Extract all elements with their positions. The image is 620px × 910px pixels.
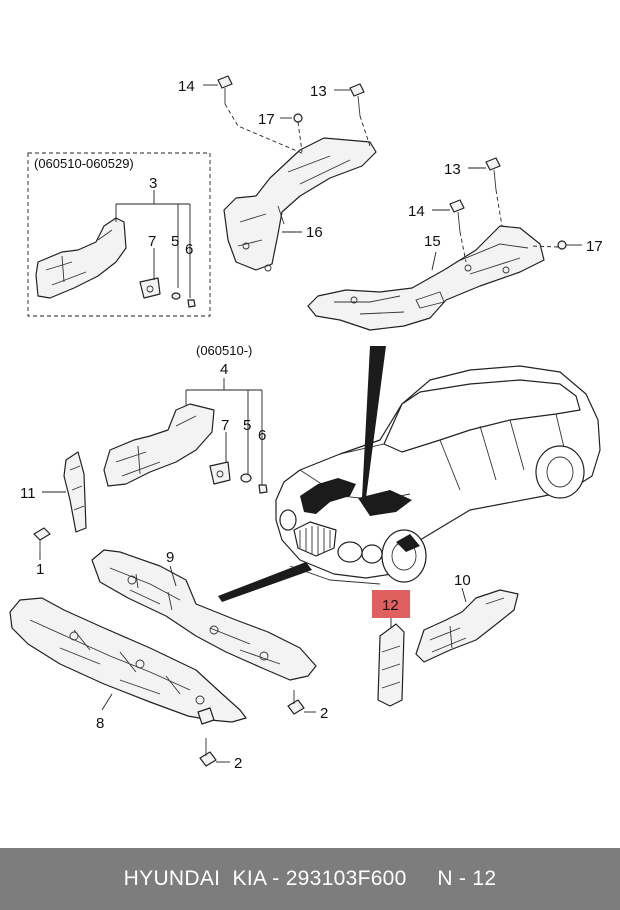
label-13-top: 13 (310, 83, 327, 100)
bolt-2-upper (287, 699, 305, 715)
bracket-box (139, 277, 161, 299)
bolt-2-lower (199, 751, 217, 767)
label-12-highlight (372, 590, 410, 618)
bracket-11 (63, 451, 87, 533)
shield-10 (415, 589, 519, 663)
shield-part-4 (103, 403, 215, 487)
washer-4 (240, 473, 252, 483)
nut-box (187, 299, 196, 308)
bracket-12 (377, 623, 405, 707)
label-13-right: 13 (444, 161, 461, 178)
label-5: 5 (243, 417, 251, 434)
bracket-4 (209, 461, 231, 485)
label-17-top: 17 (258, 111, 275, 128)
bolt-13-top (349, 83, 365, 97)
range-box (27, 152, 211, 317)
label-17-right: 17 (586, 238, 603, 255)
label-14-right: 14 (408, 203, 425, 220)
pointer-lower (218, 562, 312, 602)
bolt-14-right (449, 199, 465, 213)
label-3: 3 (149, 175, 157, 192)
parts-diagram: (060510-060529) 3 7 5 6 (060510-) 4 7 5 … (9, 75, 603, 772)
washer-box (171, 292, 181, 300)
bolt-13-right (485, 157, 501, 171)
bolt-1 (33, 527, 51, 541)
shield-part-box (35, 217, 127, 299)
pointer-upper (362, 346, 386, 498)
label-10: 10 (454, 572, 471, 589)
label-15: 15 (424, 233, 441, 250)
label-9: 9 (166, 549, 174, 566)
label-5-box: 5 (171, 233, 179, 250)
range-open-label: (060510-) (196, 343, 252, 358)
bolt-14-top (217, 75, 233, 89)
label-6: 6 (258, 427, 266, 444)
label-4: 4 (220, 361, 228, 378)
shield-15 (307, 225, 545, 331)
label-6-box: 6 (185, 241, 193, 258)
label-1: 1 (36, 561, 44, 578)
footer-bar: HYUNDAI KIA - 293103F600 N - 12 (0, 848, 620, 910)
range-box-label: (060510-060529) (34, 156, 134, 171)
nut-17-top (293, 113, 303, 123)
label-16: 16 (306, 224, 323, 241)
nut-4 (258, 484, 268, 494)
undercover-8 (9, 597, 247, 723)
label-7-box: 7 (148, 233, 156, 250)
label-8: 8 (96, 715, 104, 732)
shield-16 (223, 137, 377, 271)
label-11: 11 (20, 485, 36, 502)
car-illustration (275, 365, 601, 585)
label-2-upper: 2 (320, 705, 328, 722)
label-7: 7 (221, 417, 229, 434)
label-12: 12 (382, 597, 399, 614)
nut-17-right (557, 240, 567, 250)
label-2-lower: 2 (234, 755, 242, 772)
footer-part-number: HYUNDAI KIA - 293103F600 N - 12 (123, 867, 497, 890)
boss-8 (197, 707, 215, 725)
label-14-top: 14 (178, 78, 195, 95)
cover-9 (91, 549, 317, 681)
